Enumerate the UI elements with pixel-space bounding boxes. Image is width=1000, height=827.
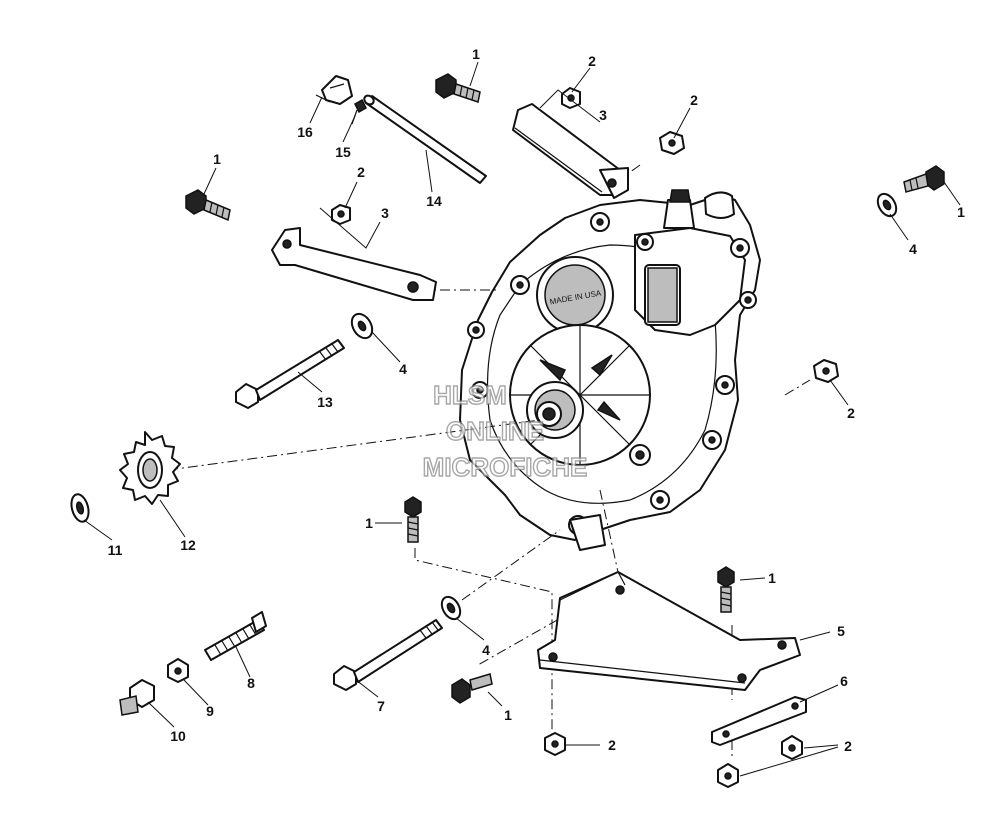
callout-15: 15 [335, 144, 351, 160]
watermark-line-1: HLSM [433, 380, 507, 410]
callout-10: 10 [170, 728, 186, 744]
callout-5: 5 [837, 623, 845, 639]
part-3-bracket-lower [271, 227, 437, 301]
part-1-bolt-bracket [717, 566, 735, 613]
callout-16: 16 [297, 124, 313, 140]
callout-4-lower: 4 [482, 642, 490, 658]
part-1-bolt-right [903, 165, 945, 193]
callout-4-left: 4 [399, 361, 407, 377]
callout-2-bottom-right: 2 [844, 738, 852, 754]
part-9-nut [167, 658, 189, 683]
part-16-clip [315, 75, 353, 105]
callout-6: 6 [840, 673, 848, 689]
part-5-mount-bracket [537, 571, 801, 691]
part-10-drain-plug [119, 679, 155, 716]
callout-4-right: 4 [909, 241, 917, 257]
callout-14: 14 [426, 193, 442, 209]
part-15-screw [351, 98, 367, 125]
part-3-bracket-upper [512, 103, 629, 199]
callout-2-right: 2 [847, 405, 855, 421]
callout-11: 11 [108, 542, 123, 558]
callout-2-bottom: 2 [608, 737, 616, 753]
part-13-long-bolt [235, 339, 345, 409]
part-2-nut-g [717, 763, 739, 788]
callout-1-left: 1 [213, 151, 221, 167]
watermark-line-2: ONLINE [446, 416, 544, 446]
callout-7: 7 [377, 698, 385, 714]
callout-1-bottom: 1 [504, 707, 512, 723]
part-1-bolt-top [435, 73, 481, 103]
watermark-line-3: MICROFICHE [423, 452, 588, 482]
part-4-washer-a [350, 312, 374, 340]
part-2-nut-b [659, 131, 685, 155]
callout-13: 13 [317, 394, 333, 410]
callout-2-top: 2 [588, 53, 596, 69]
part-4-washer-c [440, 595, 462, 621]
callout-1-bracket: 1 [768, 570, 776, 586]
callout-3-lower: 3 [381, 205, 389, 221]
callout-1-middle: 1 [365, 515, 373, 531]
part-2-nut-f [781, 735, 803, 760]
callout-1-right: 1 [957, 204, 965, 220]
part-14-rod [363, 94, 487, 184]
part-12-sprocket [119, 431, 181, 505]
part-11-washer [70, 493, 90, 523]
part-1-bolt-middle [404, 496, 422, 543]
leader-lines [83, 61, 961, 777]
callout-12: 12 [180, 537, 196, 553]
callout-1-top: 1 [472, 46, 480, 62]
callout-8: 8 [247, 675, 255, 691]
callout-2-left: 2 [357, 164, 365, 180]
callout-2-upper-right: 2 [690, 92, 698, 108]
part-7-long-bolt [333, 619, 443, 691]
callout-9: 9 [206, 703, 214, 719]
part-6-link-plate [711, 696, 807, 746]
part-8-stud [204, 611, 267, 661]
part-1-bolt-left [185, 189, 231, 222]
part-1-bolt-bottom [451, 673, 493, 704]
part-2-nut-e [544, 732, 566, 756]
callout-3-upper: 3 [599, 107, 607, 123]
part-2-nut-d [813, 359, 839, 383]
callout-labels: 1 2 2 3 16 15 1 2 14 3 1 4 4 13 2 1 12 1… [108, 46, 966, 754]
part-2-nut-c [331, 204, 351, 225]
watermark: HLSM ONLINE MICROFICHE [422, 379, 588, 482]
part-4-washer-b [876, 192, 898, 218]
gearcase-housing: MADE IN USA [459, 189, 761, 551]
